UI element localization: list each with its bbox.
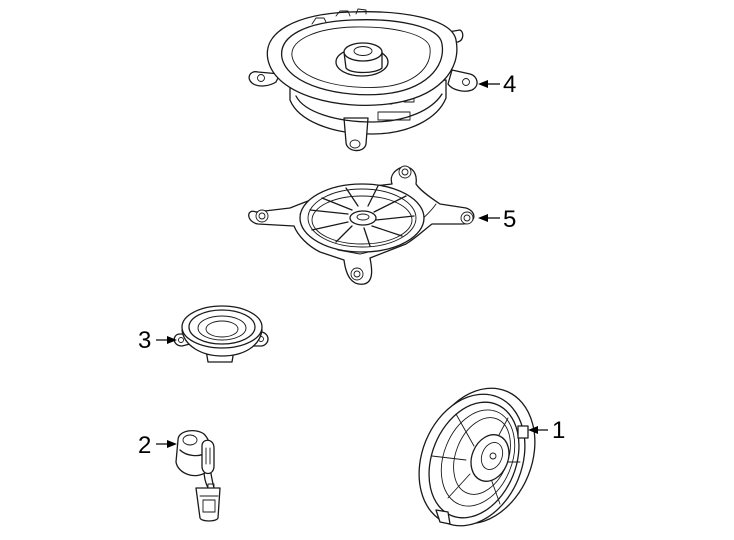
part-5-speaker-bracket[interactable]: [248, 165, 475, 285]
part-4-oval-speaker[interactable]: [248, 8, 478, 152]
callout-1: 1: [528, 417, 565, 444]
callout-2-arrow: [167, 440, 177, 448]
part-3-small-speaker[interactable]: [173, 305, 269, 363]
callout-2: 2: [138, 432, 177, 459]
callout-3-label: 3: [138, 327, 151, 354]
callout-5-label: 5: [503, 206, 516, 233]
callout-3: 3: [138, 327, 177, 354]
callout-5: 5: [478, 206, 516, 233]
callout-1-arrow: [528, 426, 538, 434]
callout-2-label: 2: [138, 432, 151, 459]
callout-4-label: 4: [503, 71, 516, 98]
callout-1-label: 1: [552, 417, 565, 444]
callout-5-arrow: [478, 214, 488, 222]
callout-3-arrow: [167, 336, 177, 344]
callout-4-arrow: [478, 80, 488, 88]
part-1-round-speaker[interactable]: [400, 372, 554, 540]
callout-4: 4: [478, 71, 516, 98]
part-2-tweeter-with-connector[interactable]: [175, 429, 221, 522]
